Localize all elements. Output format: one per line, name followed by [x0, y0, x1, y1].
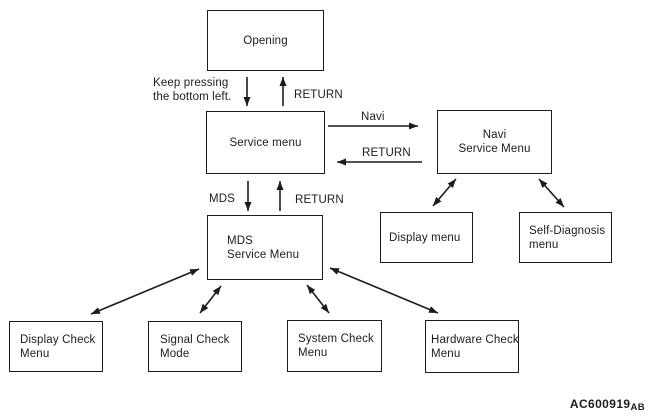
box-display-check-line1: Display Check [20, 333, 96, 346]
arrow-navi-self-diagnosis [538, 178, 565, 208]
box-mds-service-menu: MDS Service Menu [207, 215, 323, 280]
box-display-check-line2: Menu [20, 347, 50, 360]
figure-code: AC600919AB [569, 397, 645, 413]
box-display-check-menu: Display Check Menu [9, 321, 103, 372]
box-system-check-menu: System Check Menu [287, 320, 382, 372]
box-display-menu: Display menu [380, 212, 473, 263]
arrow-navi-display-menu [432, 178, 457, 207]
box-opening-label: Opening [243, 34, 288, 47]
arrow-mds-signal-check [199, 285, 222, 314]
box-service-menu-label: Service menu [229, 136, 302, 149]
label-return-opening: RETURN [294, 89, 343, 101]
figure-code-suffix: AB [630, 401, 645, 413]
box-self-diagnosis-menu: Self-Diagnosis menu [519, 212, 612, 263]
box-hardware-check-menu: Hardware Check Menu [425, 320, 519, 373]
label-keep-pressing-line2: the bottom left. [153, 91, 232, 103]
box-navi-service-menu-line1: Navi [482, 129, 507, 141]
box-system-check-line1: System Check [298, 333, 374, 345]
figure-code-main: AC600919 [569, 397, 631, 411]
box-mds-line1: MDS [227, 234, 254, 247]
box-opening: Opening [207, 10, 324, 71]
arrow-mds-hardware-check [329, 267, 439, 314]
box-signal-check-mode: Signal Check Mode [148, 321, 242, 372]
label-keep-pressing-line1: Keep pressing [153, 77, 229, 89]
box-navi-service-menu: Navi Service Menu [437, 110, 552, 174]
box-hardware-check-line2: Menu [431, 347, 461, 360]
box-hardware-check-line1: Hardware Check [431, 333, 519, 346]
label-mds: MDS [209, 193, 236, 205]
box-service-menu: Service menu [206, 111, 325, 174]
box-mds-line2: Service Menu [227, 248, 300, 261]
box-navi-service-menu-line2: Service Menu [458, 143, 531, 155]
arrow-mds-system-check [306, 284, 330, 314]
box-signal-check-line1: Signal Check [160, 333, 230, 346]
arrow-mds-display-check [90, 268, 200, 315]
box-self-diagnosis-line1: Self-Diagnosis [529, 224, 606, 237]
label-keep-pressing: Keep pressing the bottom left. [153, 76, 231, 104]
box-self-diagnosis-line2: menu [529, 238, 559, 251]
label-return-mds: RETURN [295, 194, 344, 206]
box-signal-check-line2: Mode [160, 347, 190, 360]
label-return-navi: RETURN [362, 147, 411, 159]
label-navi: Navi [361, 111, 385, 123]
box-system-check-line2: Menu [298, 347, 328, 359]
box-display-menu-label: Display menu [389, 231, 461, 244]
